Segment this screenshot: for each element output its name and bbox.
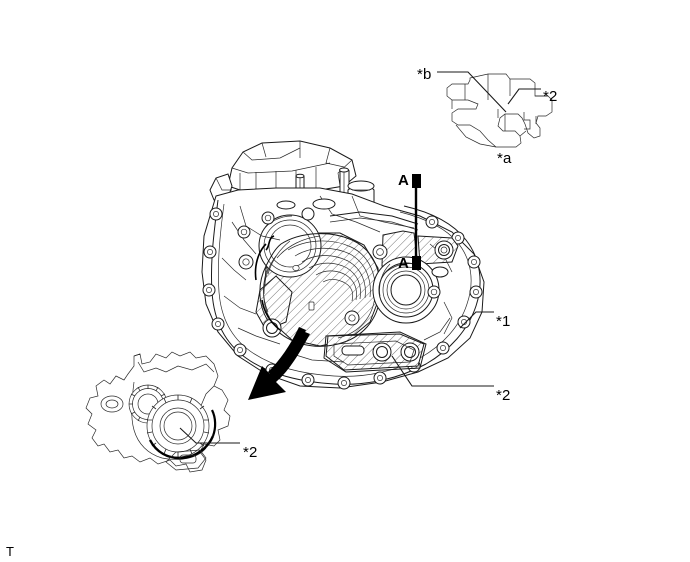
internal-bolt-bosses: [237, 198, 454, 362]
section-mark-a-bottom: A: [398, 255, 410, 272]
main-transaxle-housing: [201, 140, 485, 390]
callout-b-label: *b: [417, 66, 432, 83]
detail-inset-bottom-geometry: [85, 351, 240, 473]
callout-2-inset-label: *2: [543, 88, 558, 105]
section-line-a-a: [412, 174, 421, 270]
case-internal-ribs: [221, 195, 453, 363]
callout-2-detail-label: *2: [243, 444, 258, 461]
assembly-direction-arrow: [248, 327, 310, 400]
input-shaft-bore: [258, 214, 322, 278]
callout-1-label: *1: [496, 313, 511, 330]
ring-gear: [146, 394, 210, 458]
page-corner-mark: T: [6, 544, 14, 559]
lower-rail-housing: [323, 331, 427, 373]
case-flange-rim: [202, 199, 483, 390]
detail-inset-top-geometry: [437, 71, 553, 148]
callout-2-main-label: *2: [496, 387, 511, 404]
callout-a-label: *a: [497, 150, 512, 167]
main-view-leaders: [391, 311, 494, 387]
section-mark-a-top: A: [398, 172, 410, 189]
